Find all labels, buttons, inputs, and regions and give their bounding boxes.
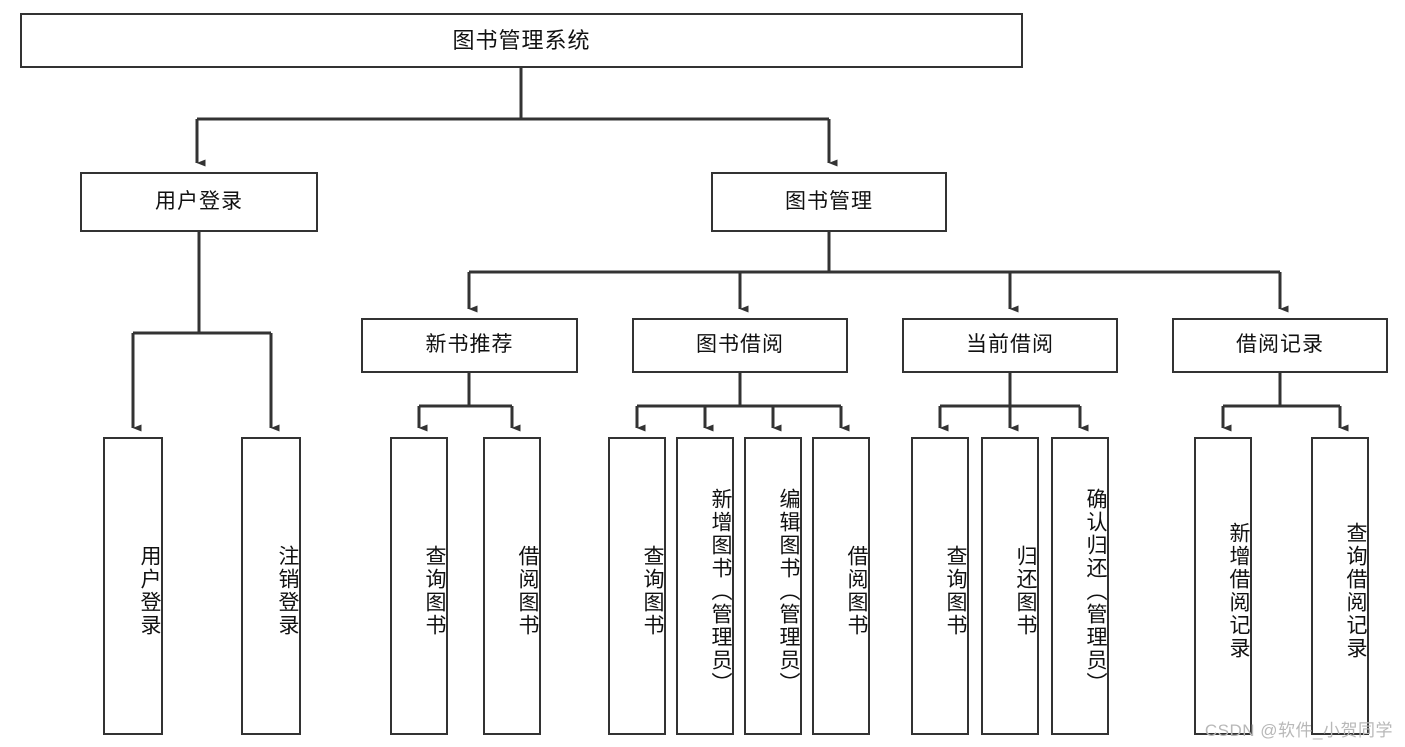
edge-group-borrow-record: [1221, 373, 1349, 432]
edge-group-root: [195, 68, 838, 167]
node-leaf-add-book[interactable]: 新增图书（管理员）: [676, 437, 734, 735]
node-leaf-borrow-book-recommend-label: 借阅图书: [516, 545, 539, 637]
edge-group-book-manage: [467, 232, 1289, 313]
node-leaf-confirm-return[interactable]: 确认归还（管理员）: [1051, 437, 1109, 735]
node-leaf-query-borrow-record[interactable]: 查询借阅记录: [1311, 437, 1369, 735]
node-leaf-return-book-label: 归还图书: [1014, 545, 1037, 637]
node-root-system[interactable]: 图书管理系统: [20, 13, 1023, 68]
node-leaf-user-login[interactable]: 用户登录: [103, 437, 163, 735]
edge-group-book-borrow: [635, 373, 850, 432]
node-leaf-query-book-recommend[interactable]: 查询图书: [390, 437, 448, 735]
node-leaf-user-logout-label: 注销登录: [276, 545, 299, 637]
node-leaf-borrow-book-recommend[interactable]: 借阅图书: [483, 437, 541, 735]
node-leaf-borrow-book-label: 借阅图书: [845, 545, 868, 637]
node-leaf-return-book[interactable]: 归还图书: [981, 437, 1039, 735]
edge-group-current-borrow: [938, 373, 1089, 432]
node-borrow-record[interactable]: 借阅记录: [1172, 318, 1388, 373]
node-leaf-edit-book-label: 编辑图书（管理员）: [777, 487, 800, 695]
edge-group-user-login: [131, 232, 280, 432]
edge-group-new-book-recommend: [417, 373, 521, 432]
node-leaf-query-book-recommend-label: 查询图书: [423, 545, 446, 637]
node-new-book-recommend[interactable]: 新书推荐: [361, 318, 578, 373]
node-user-login[interactable]: 用户登录: [80, 172, 318, 232]
node-leaf-query-book-borrow-label: 查询图书: [641, 545, 664, 637]
node-leaf-query-book-current[interactable]: 查询图书: [911, 437, 969, 735]
node-leaf-borrow-book[interactable]: 借阅图书: [812, 437, 870, 735]
node-leaf-add-book-label: 新增图书（管理员）: [709, 487, 732, 695]
node-leaf-user-logout[interactable]: 注销登录: [241, 437, 301, 735]
csdn-watermark: CSDN @软件_小贺同学: [1204, 721, 1393, 740]
node-book-borrow[interactable]: 图书借阅: [632, 318, 848, 373]
node-leaf-add-borrow-record[interactable]: 新增借阅记录: [1194, 437, 1252, 735]
node-leaf-user-login-label: 用户登录: [138, 545, 161, 637]
node-leaf-add-borrow-record-label: 新增借阅记录: [1227, 522, 1250, 660]
node-current-borrow[interactable]: 当前借阅: [902, 318, 1118, 373]
node-leaf-query-borrow-record-label: 查询借阅记录: [1344, 522, 1367, 660]
node-leaf-query-book-current-label: 查询图书: [944, 545, 967, 637]
node-book-management[interactable]: 图书管理: [711, 172, 947, 232]
node-leaf-query-book-borrow[interactable]: 查询图书: [608, 437, 666, 735]
node-leaf-confirm-return-label: 确认归还（管理员）: [1084, 487, 1107, 695]
node-leaf-edit-book[interactable]: 编辑图书（管理员）: [744, 437, 802, 735]
